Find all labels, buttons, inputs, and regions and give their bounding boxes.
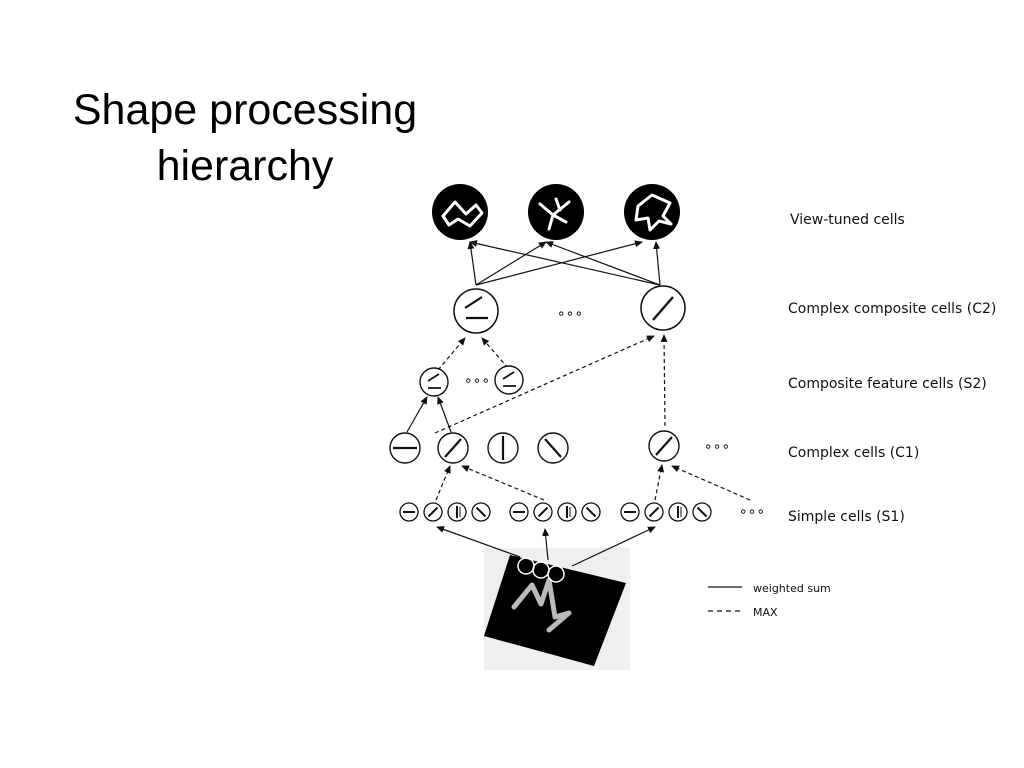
s1-cell-3-horizontal	[620, 502, 640, 522]
connections-s1-to-c1	[435, 464, 751, 501]
s1-cell-1-diagonal	[423, 502, 443, 522]
connections-s2-to-c2	[434, 334, 668, 434]
s1-cell-2-horizontal	[509, 502, 529, 522]
input-image	[484, 548, 630, 670]
s1-cell-3-vertical	[668, 502, 688, 522]
legend-weighted-sum: weighted sum	[753, 582, 831, 595]
label-c2: Complex composite cells (C2)	[788, 301, 996, 317]
c1-cell-diagonal-2	[648, 430, 680, 462]
s1-cell-3-antidiagonal	[692, 502, 712, 522]
c1-cell-antidiagonal	[537, 432, 569, 464]
c1-ellipsis: ∘∘∘	[704, 439, 730, 455]
s1-ellipsis: ∘∘∘	[739, 504, 765, 520]
title-line-2: hierarchy	[156, 142, 334, 190]
view-tuned-cell-2	[528, 184, 584, 240]
slide-title: Shape processing hierarchy	[40, 82, 450, 194]
s2-cell-2	[494, 365, 524, 395]
label-c1: Complex cells (C1)	[788, 445, 919, 461]
c1-cell-vertical	[487, 432, 519, 464]
s1-cell-1-horizontal	[399, 502, 419, 522]
s1-cell-1-antidiagonal	[471, 502, 491, 522]
c2-ellipsis: ∘∘∘	[557, 306, 583, 322]
title-line-1: Shape processing	[72, 86, 418, 134]
label-s1: Simple cells (S1)	[788, 509, 905, 525]
view-tuned-cell-1	[432, 184, 488, 240]
c2-cell-1	[453, 288, 499, 334]
connections-c2-to-view-tuned	[467, 240, 661, 286]
s1-cell-2-diagonal	[533, 502, 553, 522]
s1-layer	[399, 502, 712, 522]
s2-cell-1	[419, 367, 449, 397]
s1-cell-3-diagonal	[644, 502, 664, 522]
c1-cell-diagonal	[437, 432, 469, 464]
legend: weighted sum MAX	[708, 582, 831, 619]
label-view-tuned-cells: View-tuned cells	[790, 212, 905, 228]
s1-cell-1-vertical	[447, 502, 467, 522]
s2-ellipsis: ∘∘∘	[464, 373, 490, 389]
s1-cell-2-vertical	[557, 502, 577, 522]
label-s2: Composite feature cells (S2)	[788, 376, 987, 392]
connections-c1-to-s2	[406, 396, 452, 433]
view-tuned-cell-3	[624, 184, 680, 240]
c1-cell-horizontal	[389, 432, 421, 464]
legend-max: MAX	[753, 606, 778, 619]
c2-cell-2	[640, 285, 686, 331]
connections-input-to-s1	[436, 526, 656, 567]
s1-cell-2-antidiagonal	[581, 502, 601, 522]
